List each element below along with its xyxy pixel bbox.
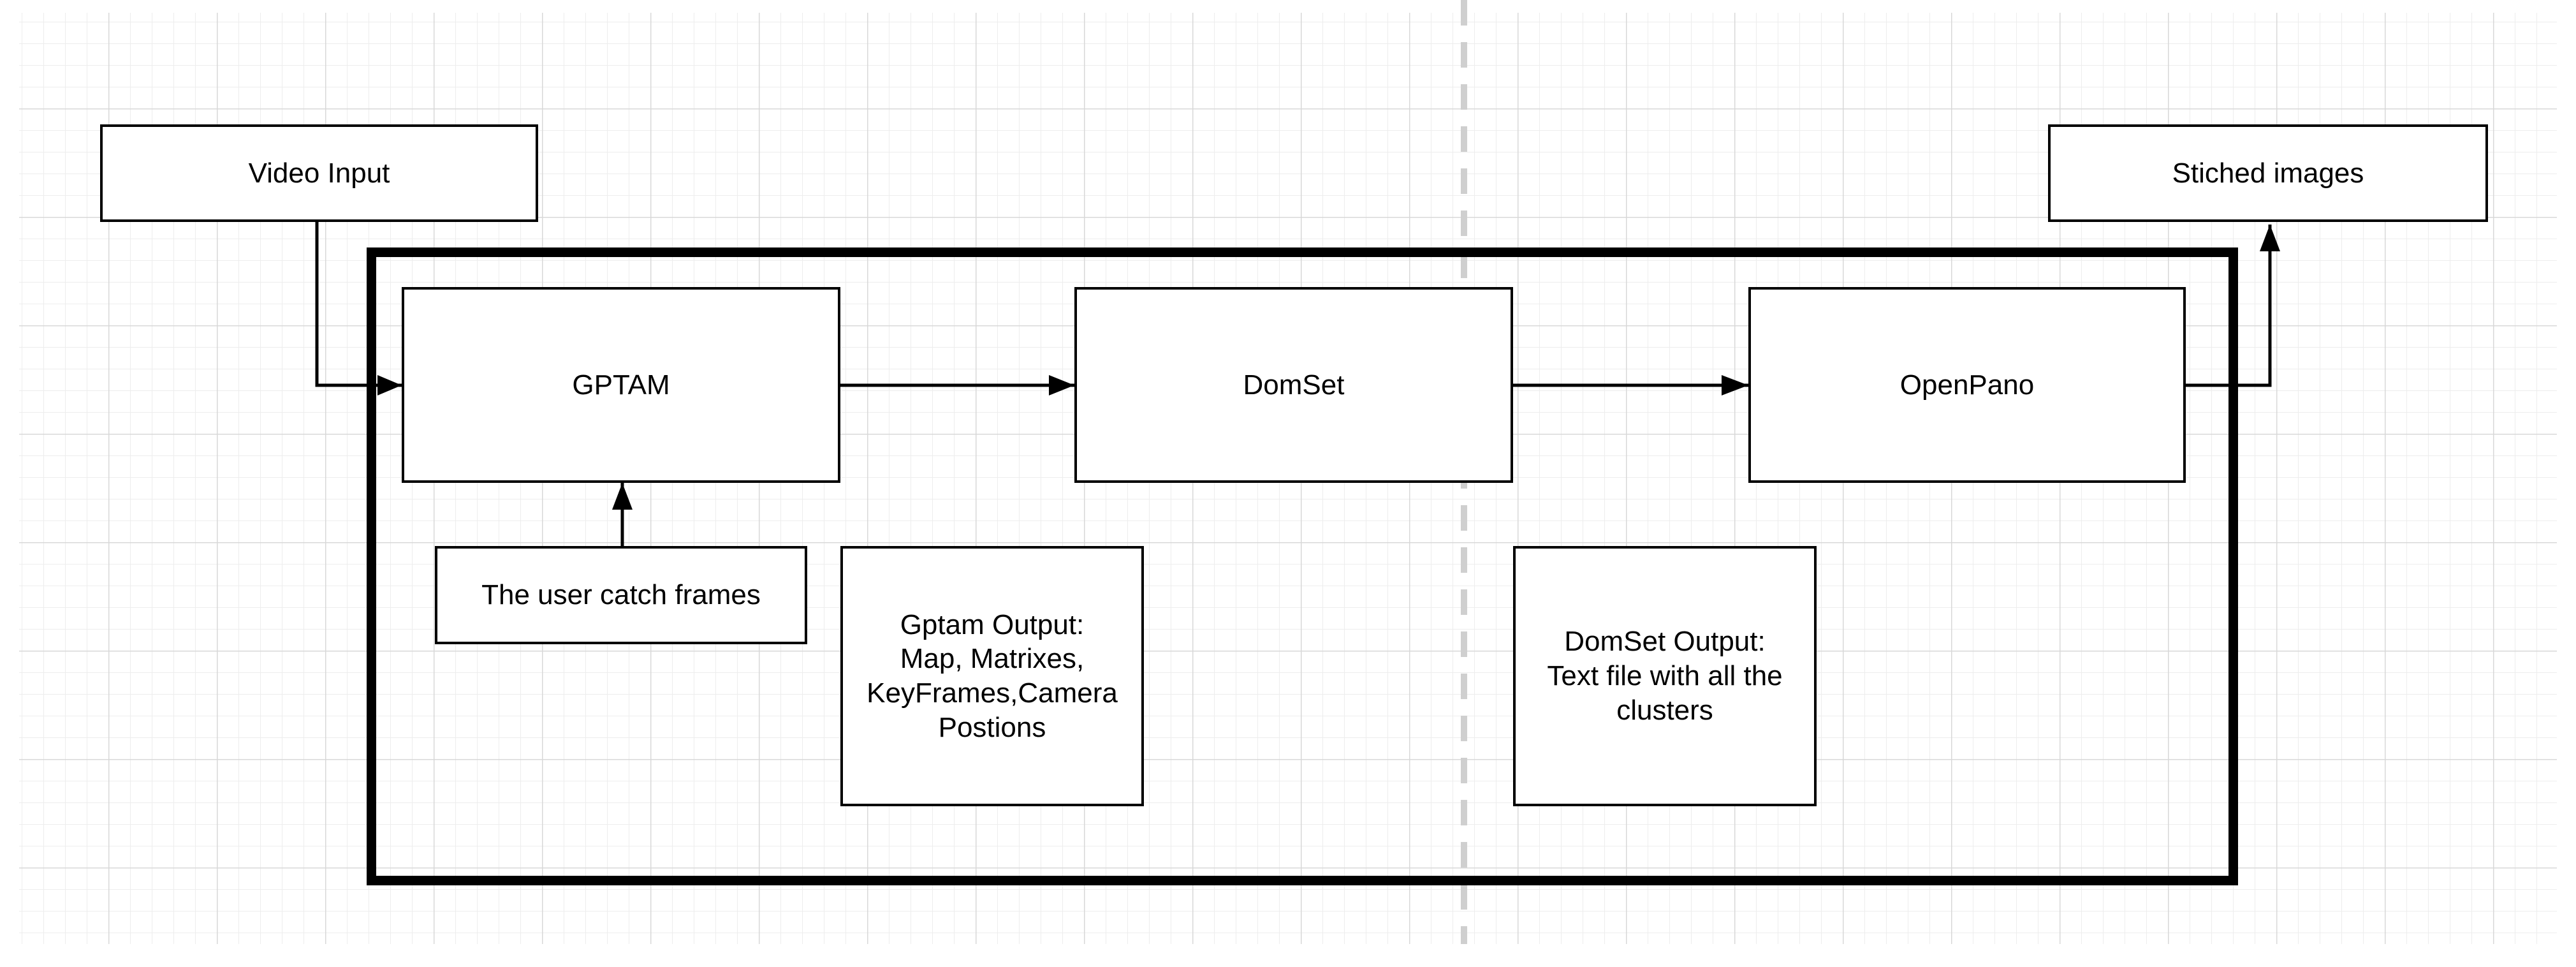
node-openpano-label: OpenPano — [1899, 369, 2035, 401]
node-gptam-label: GPTAM — [572, 369, 670, 401]
node-domset-output[interactable]: DomSet Output: Text file with all the cl… — [1513, 546, 1817, 806]
node-gptam[interactable]: GPTAM — [402, 287, 840, 483]
node-gptam-output[interactable]: Gptam Output: Map, Matrixes, KeyFrames,C… — [840, 546, 1144, 806]
node-domset[interactable]: DomSet — [1074, 287, 1513, 483]
node-stiched-images-label: Stiched images — [2172, 157, 2364, 189]
node-user-catch-frames[interactable]: The user catch frames — [435, 546, 807, 644]
node-domset-output-label: DomSet Output: Text file with all the cl… — [1547, 626, 1783, 726]
node-gptam-output-label: Gptam Output: Map, Matrixes, KeyFrames,C… — [867, 609, 1118, 743]
node-domset-label: DomSet — [1243, 369, 1345, 401]
pipeline-frame — [367, 247, 2238, 885]
node-openpano[interactable]: OpenPano — [1748, 287, 2186, 483]
node-video-input[interactable]: Video Input — [100, 124, 538, 222]
node-video-input-label: Video Input — [248, 157, 390, 189]
node-user-catch-frames-label: The user catch frames — [481, 579, 761, 611]
node-stiched-images[interactable]: Stiched images — [2048, 124, 2488, 222]
